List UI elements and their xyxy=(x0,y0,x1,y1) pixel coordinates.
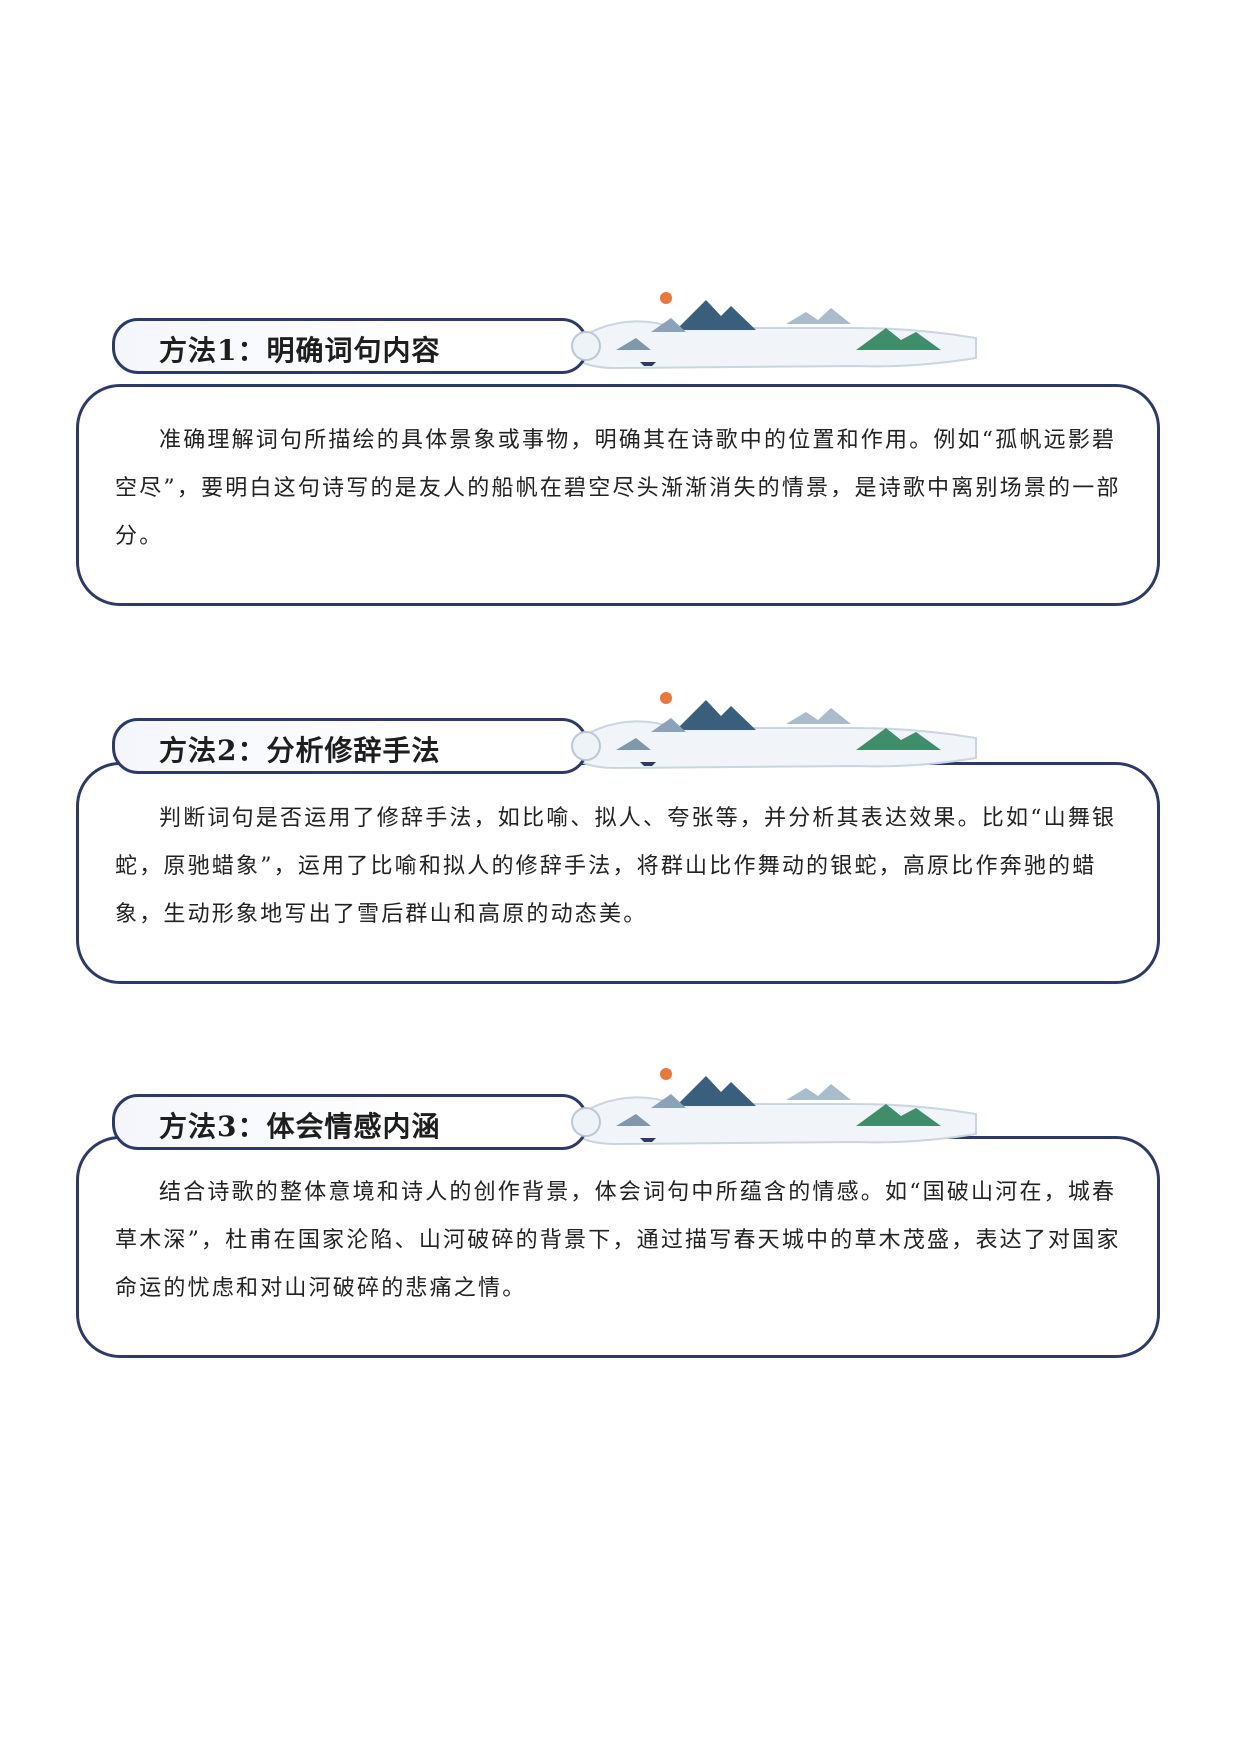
section-content-box: 准确理解词句所描绘的具体景象或事物，明确其在诗歌中的位置和作用。例如“孤帆远影碧… xyxy=(76,384,1160,606)
section-body-text: 判断词句是否运用了修辞手法，如比喻、拟人、夸张等，并分析其表达效果。比如“山舞银… xyxy=(115,806,1117,927)
landscape-scroll-illustration xyxy=(564,1068,977,1146)
section-body-text: 结合诗歌的整体意境和诗人的创作背景，体会词句中所蕴含的情感。如“国破山河在，城春… xyxy=(115,1180,1121,1301)
section-content-box: 结合诗歌的整体意境和诗人的创作背景，体会词句中所蕴含的情感。如“国破山河在，城春… xyxy=(76,1136,1160,1358)
section-title: 方法2：分析修辞手法 xyxy=(159,734,441,767)
section-title-tab: 方法2：分析修辞手法 xyxy=(112,718,601,774)
section-title-tab: 方法1：明确词句内容 xyxy=(112,318,601,374)
landscape-scroll-illustration xyxy=(564,692,977,770)
section-title: 方法3：体会情感内涵 xyxy=(159,1110,441,1143)
section-title: 方法1：明确词句内容 xyxy=(159,334,441,367)
landscape-scroll-illustration xyxy=(564,292,977,370)
section-body-text: 准确理解词句所描绘的具体景象或事物，明确其在诗歌中的位置和作用。例如“孤帆远影碧… xyxy=(115,428,1121,549)
section-title-tab: 方法3：体会情感内涵 xyxy=(112,1094,601,1150)
section-content-box: 判断词句是否运用了修辞手法，如比喻、拟人、夸张等，并分析其表达效果。比如“山舞银… xyxy=(76,762,1160,984)
